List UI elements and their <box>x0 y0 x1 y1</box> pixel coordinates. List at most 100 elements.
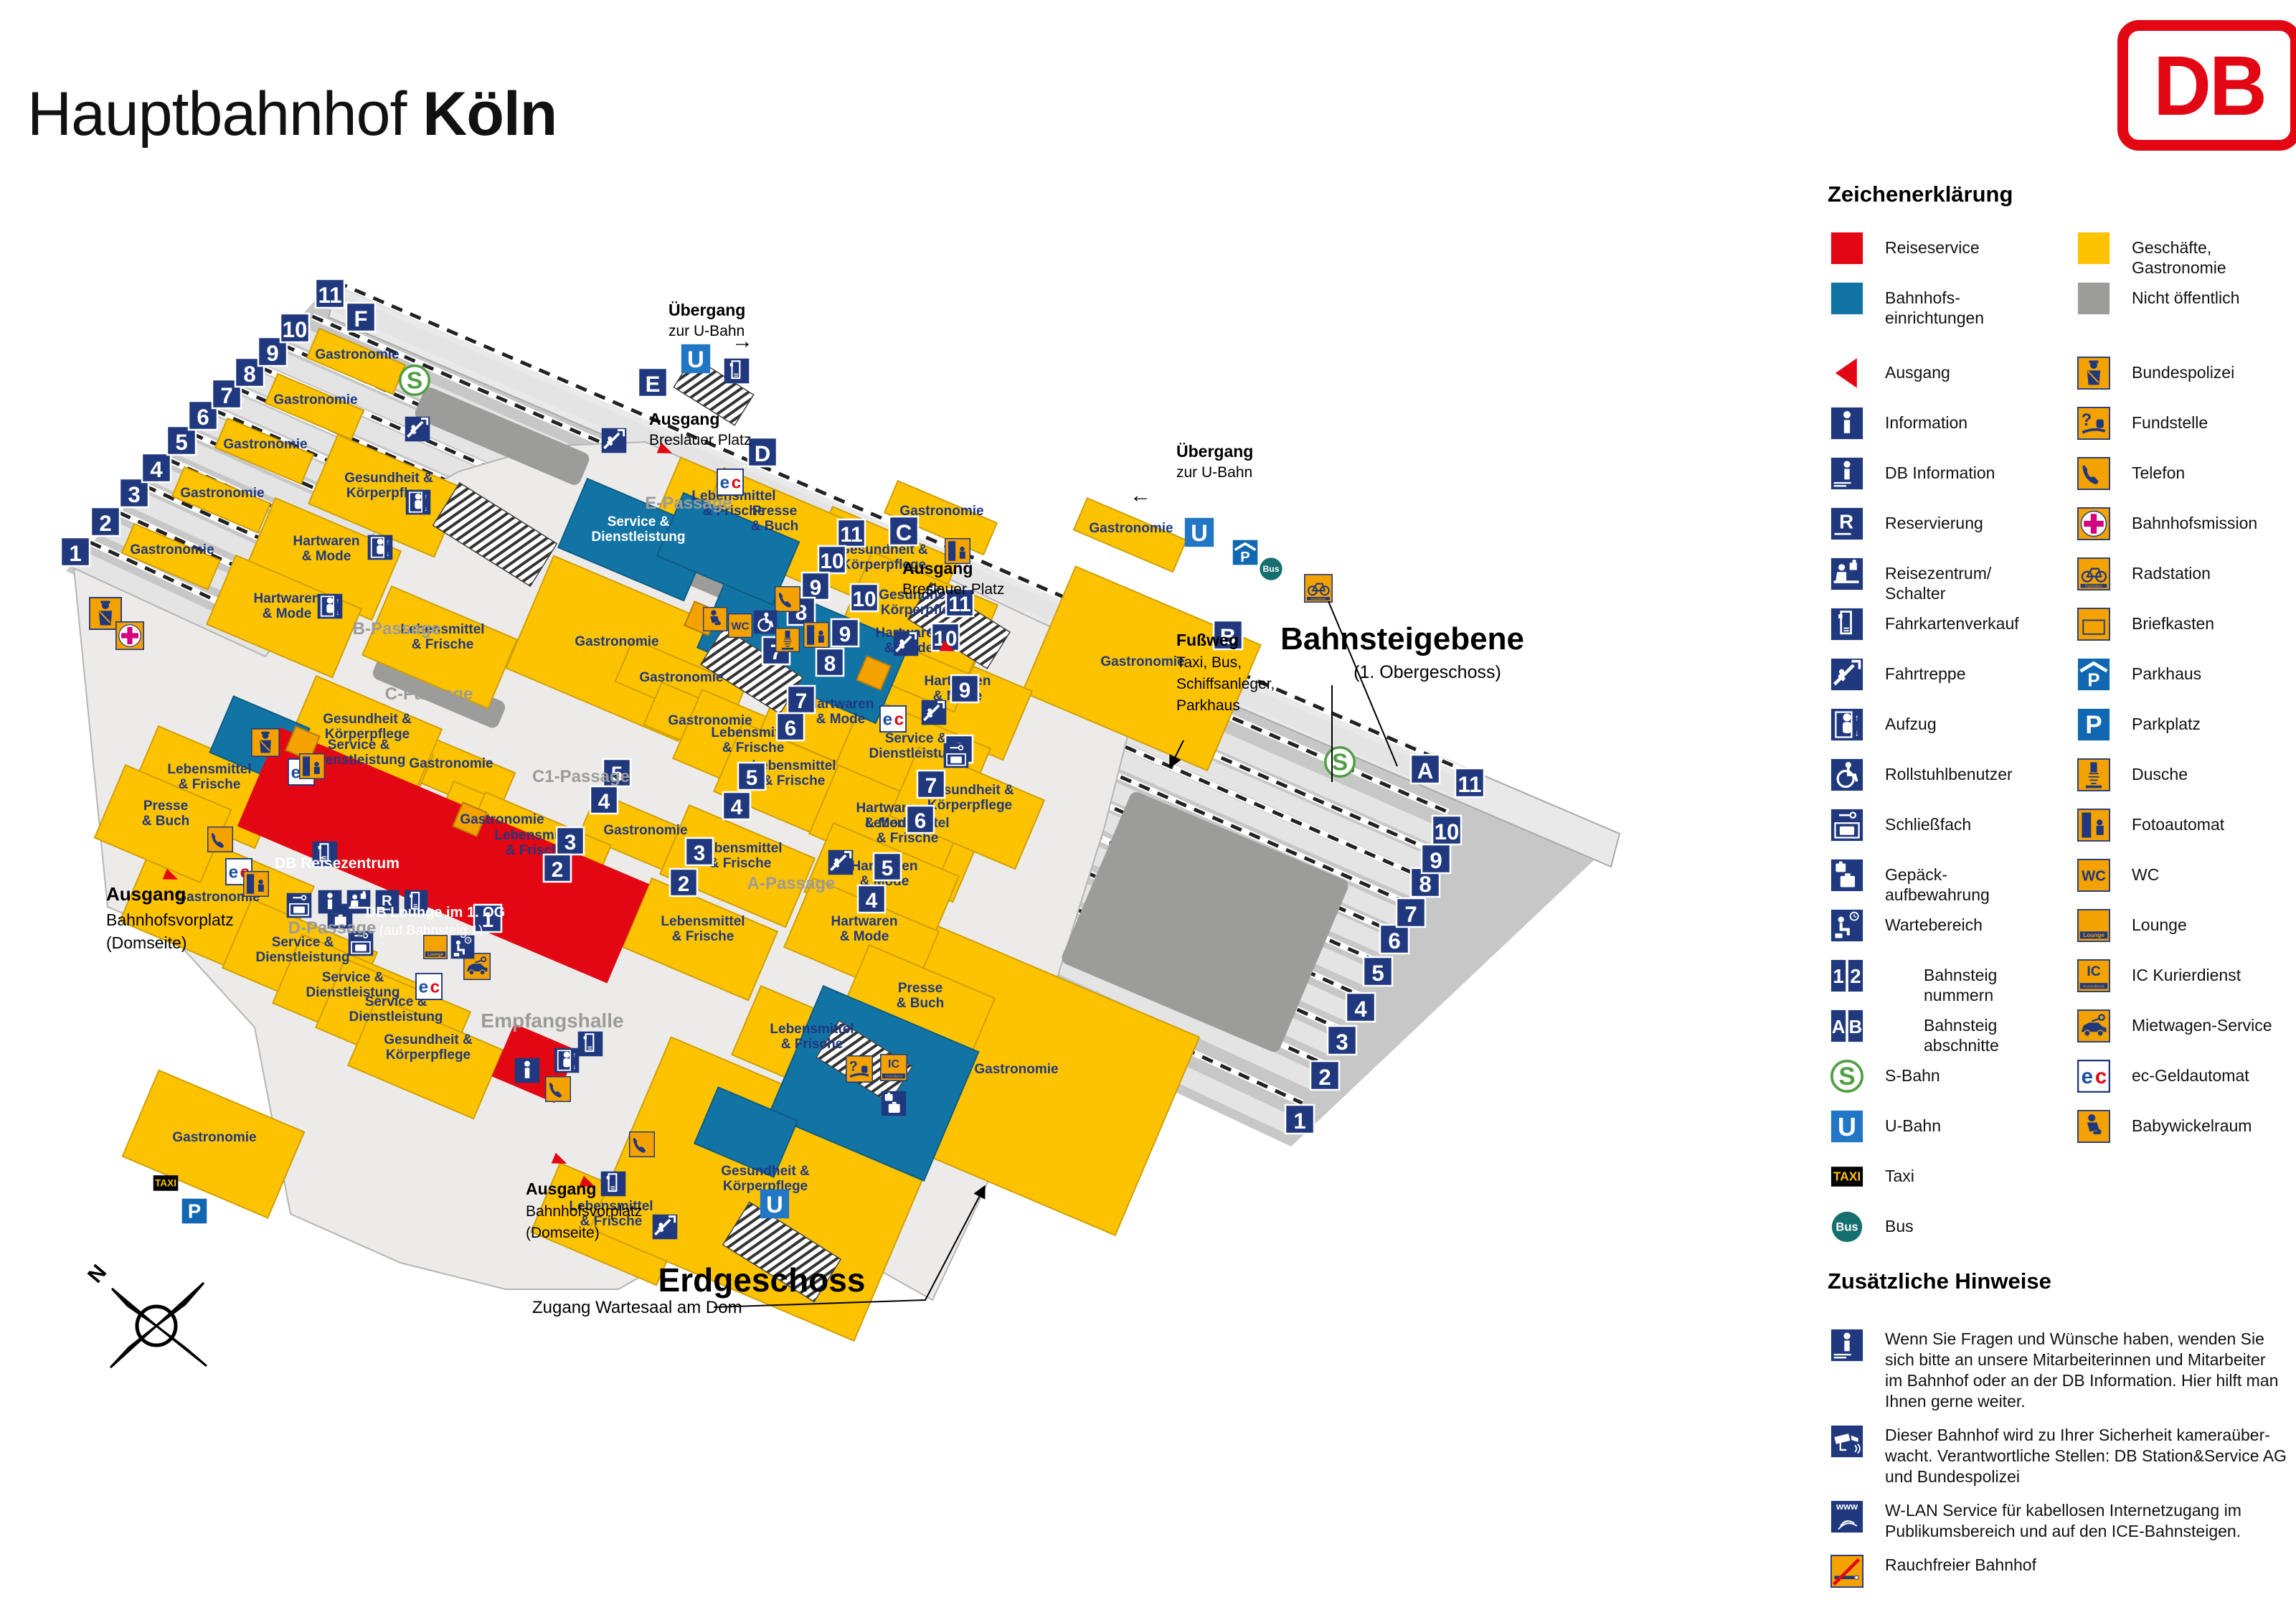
shop-label: Service &Dienstleistung <box>349 994 443 1025</box>
brief-icon <box>2077 608 2110 641</box>
bag-icon <box>1830 859 1863 892</box>
db-logo: DB <box>2117 20 2296 151</box>
svg-text:5: 5 <box>882 857 893 880</box>
legend-item: Gepäck-aufbewahrung <box>1830 859 2074 909</box>
shop-label: Lebensmittel& Frische <box>752 758 836 788</box>
nAB-icon <box>1830 1009 1863 1042</box>
ubahn-icon <box>681 344 711 374</box>
legend-item: Babywickelraum <box>2077 1110 2296 1160</box>
legend-heading: Zeichenerklärung <box>1828 182 2013 207</box>
shop-block <box>214 417 315 485</box>
map-annotation: Fußweg <box>1176 631 1239 649</box>
foto-icon <box>2077 809 2110 842</box>
cam-icon <box>1830 1425 1863 1458</box>
shop-label: Gastronomie <box>172 1130 256 1145</box>
svg-text:11: 11 <box>318 283 342 308</box>
shop-label: Lebensmittel& Frische <box>661 914 745 944</box>
legend-label: Parkhaus <box>2132 664 2202 683</box>
platform-sign: E <box>637 367 669 398</box>
platform-sign: 11 <box>314 278 346 309</box>
lift-icon <box>1830 708 1863 741</box>
ppl-icon <box>2077 708 2110 741</box>
legend-label: S-Bahn <box>1885 1066 1940 1085</box>
info-icon <box>514 1058 540 1083</box>
legend-item: S-Bahn <box>1830 1060 2074 1110</box>
map-annotation: zur U-Bahn <box>1176 464 1252 481</box>
svg-text:9: 9 <box>810 576 821 600</box>
ubahn-icon <box>760 1189 790 1219</box>
shop-label: Lebensmittel& Frische <box>691 489 775 519</box>
shop-label: Lebensmittel& Frische <box>569 1199 653 1229</box>
taxi-icon <box>153 1175 179 1191</box>
info-icon <box>318 890 342 914</box>
shop-block <box>659 804 816 928</box>
svg-text:4: 4 <box>150 457 163 482</box>
platform-sign: F <box>345 301 377 333</box>
mission-icon <box>2077 507 2110 540</box>
rad-icon <box>2077 557 2110 590</box>
dbinfo-icon <box>1830 457 1863 490</box>
yellow-icon <box>2077 232 2110 265</box>
hint-text: Rauchfreier Bahnhof <box>1885 1555 2036 1574</box>
legend-label: Wartebereich <box>1885 915 1983 934</box>
map-annotation: D-Passage <box>288 918 377 938</box>
svg-text:6: 6 <box>785 717 796 740</box>
map-annotation: A-Passage <box>747 874 836 893</box>
legend-label: Information <box>1885 413 1968 432</box>
non-public-area <box>1062 791 1348 1053</box>
platform-sign: 7 <box>1395 897 1427 928</box>
svg-text:4: 4 <box>1354 997 1367 1022</box>
legend-label: IC Kurierdienst <box>2132 966 2241 984</box>
ickur-icon <box>2077 959 2110 992</box>
shop-label: Service &Dienstleistung <box>869 731 963 761</box>
svg-text:8: 8 <box>1419 872 1431 897</box>
legend-label: U-Bahn <box>1885 1116 1941 1135</box>
wc-icon <box>728 613 752 638</box>
svg-text:A: A <box>1417 758 1434 783</box>
platform-sign: 1 <box>473 903 503 933</box>
shop-block <box>1072 496 1188 573</box>
pgar-icon <box>1232 540 1258 565</box>
shop-label: Lebensmittel& Frische <box>698 841 782 871</box>
dbinfo-icon <box>1830 1329 1863 1362</box>
legend-item: IC Kurierdienst <box>2077 959 2296 1009</box>
shop-label: Gastronomie <box>273 392 357 408</box>
shop-label: Gastronomie <box>460 812 544 827</box>
legend-item: Mietwagen-Service <box>2077 1009 2296 1060</box>
map-annotation: DB Reisezentrum <box>275 855 400 872</box>
svg-text:11: 11 <box>1458 772 1482 797</box>
shop-label: Gastronomie <box>639 670 723 685</box>
legend-item: Briefkasten <box>2077 608 2296 658</box>
platform-sign: 10 <box>849 583 879 613</box>
legend-item: Fotoautomat <box>2077 809 2296 859</box>
stairs-hatch <box>722 1201 842 1303</box>
bag-icon <box>881 1091 907 1116</box>
shop-label: Lebensmittel& Frische <box>400 622 484 652</box>
locker-icon <box>286 893 312 918</box>
shop-label: Gastronomie <box>130 542 214 557</box>
track-dashes <box>336 280 1467 773</box>
platform-sign: 2 <box>90 506 121 537</box>
hint-text: W-LAN Service für kabellosen Internetzug… <box>1885 1501 2241 1540</box>
svg-text:3: 3 <box>128 482 140 507</box>
non-public-area <box>415 387 590 485</box>
mailbox-icon <box>285 725 321 761</box>
shop-label: Gastronomie <box>974 1062 1058 1077</box>
ec-icon <box>415 973 443 1000</box>
shop-label: Hartwaren& Mode <box>293 534 360 564</box>
svg-text:9: 9 <box>959 679 970 702</box>
esc-icon <box>652 1214 678 1240</box>
legend-label: Taxi <box>1885 1167 1914 1185</box>
platform-sign: 3 <box>684 837 714 867</box>
travel-service-area <box>237 727 650 984</box>
platform-sign: 9 <box>800 571 831 601</box>
legend-item: Parkplatz <box>2077 708 2296 758</box>
map-annotation: Ausgang <box>902 559 973 578</box>
svg-text:D: D <box>755 441 771 466</box>
legend-label: Bus <box>1885 1217 1914 1235</box>
shop-label: Gastronomie <box>223 437 307 452</box>
shop-block <box>206 554 363 679</box>
legend-label: Reservierung <box>1885 514 1983 532</box>
legend-label: Briefkasten <box>2132 614 2215 633</box>
